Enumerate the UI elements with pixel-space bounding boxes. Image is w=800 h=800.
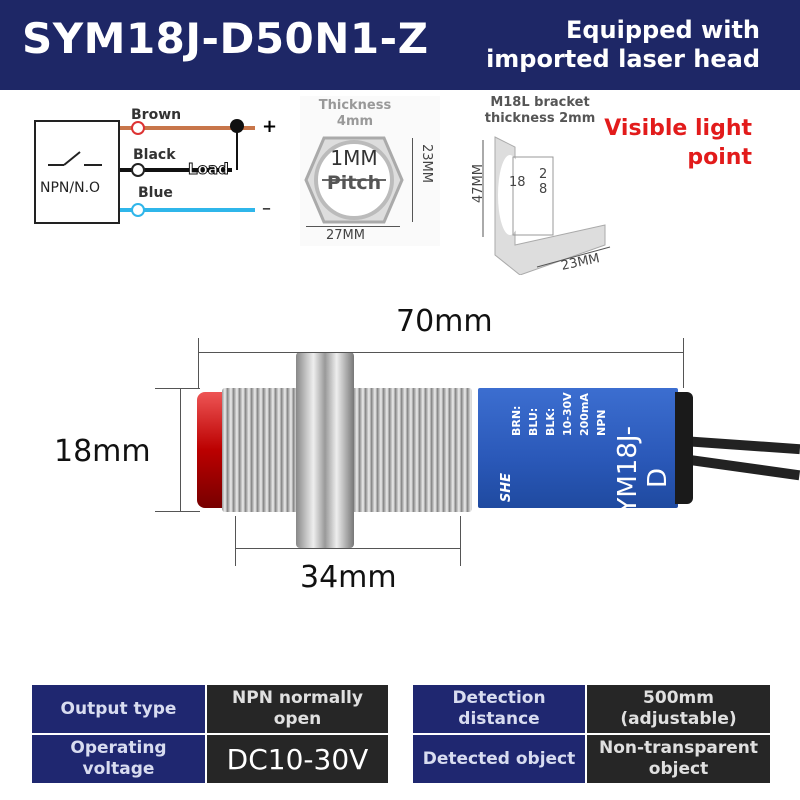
sensor-label-sleeve	[478, 388, 678, 508]
hex-nut	[296, 352, 354, 548]
wiring-diagram: NPN/N.O Brown Black Blue + Load –	[0, 100, 290, 240]
header-banner	[0, 0, 800, 90]
nut-height: 23MM	[419, 144, 434, 183]
sensor-model-text: SYM18J-D	[613, 425, 673, 531]
spec-value-operating-voltage: DC10-30V	[207, 735, 388, 783]
hex-nut-icon	[304, 136, 404, 224]
wire-label-brown: Brown	[131, 107, 182, 123]
bracket-hole: 18	[509, 175, 526, 190]
cable	[679, 435, 800, 455]
spec-label-detected-object: Detected object	[413, 735, 585, 783]
bracket-height: 47MM	[471, 164, 486, 203]
end-cap	[675, 392, 693, 504]
box-label: NPN/N.O	[40, 180, 101, 196]
nut-width: 27MM	[326, 228, 365, 243]
bracket-diagram: M18L bracket thickness 2mm 47MM 18 2 8 2…	[465, 95, 615, 275]
sensor-spec-line: BLU:	[527, 407, 540, 436]
bracket-title: M18L bracket thickness 2mm	[484, 95, 596, 126]
load-label: Load	[188, 160, 230, 179]
sensor-spec-line: BLK:	[544, 407, 557, 436]
red-lens-cap	[197, 392, 225, 508]
nut-pitch-label: Pitch	[326, 172, 382, 194]
wire-label-black: Black	[133, 147, 176, 163]
sensor-spec-lines: BRN: BLU: BLK: 10-30V 200mA NPN	[508, 392, 614, 436]
sensor-box	[34, 120, 120, 224]
terminal-minus: –	[262, 198, 271, 219]
wires	[120, 119, 255, 217]
bracket-offset: 2 8	[539, 167, 548, 197]
bracket-icon	[482, 136, 611, 275]
thread-dimension: 34mm	[300, 560, 397, 595]
spec-value-detected-object: Non-transparent object	[587, 735, 770, 783]
sensor-spec-line: NPN	[595, 409, 608, 436]
spec-label-detection-distance: Detection distance	[413, 685, 585, 733]
sensor-brand: SHE	[499, 472, 515, 503]
product-title: SYM18J-D50N1-Z	[22, 14, 429, 63]
spec-value-output-type: NPN normally open	[207, 685, 388, 733]
sensor-spec-line: 200mA	[578, 393, 591, 436]
switch-symbol	[48, 150, 104, 170]
diameter-dimension: 18mm	[54, 434, 151, 469]
nut-thickness: Thickness 4mm	[318, 98, 392, 129]
length-dimension: 70mm	[396, 304, 493, 339]
spec-label-output-type: Output type	[32, 685, 205, 733]
spec-label-operating-voltage: Operating voltage	[32, 735, 205, 783]
product-subtitle: Equipped with imported laser head	[486, 16, 760, 73]
nut-diagram: Thickness 4mm 1MM Pitch 23MM 27MM	[300, 96, 440, 246]
wire-label-blue: Blue	[138, 185, 173, 201]
spec-value-detection-distance: 500mm (adjustable)	[587, 685, 770, 733]
nut-pitch-value: 1MM	[330, 146, 378, 170]
sensor-image: BRN: BLU: BLK: 10-30V 200mA NPN SYM18J-D…	[0, 280, 800, 610]
terminal-plus: +	[262, 116, 278, 137]
sensor-spec-line: 10-30V	[561, 392, 574, 436]
visible-light-note: Visible light point	[604, 116, 752, 170]
sensor-spec-line: BRN:	[510, 405, 523, 436]
cable	[679, 453, 800, 481]
